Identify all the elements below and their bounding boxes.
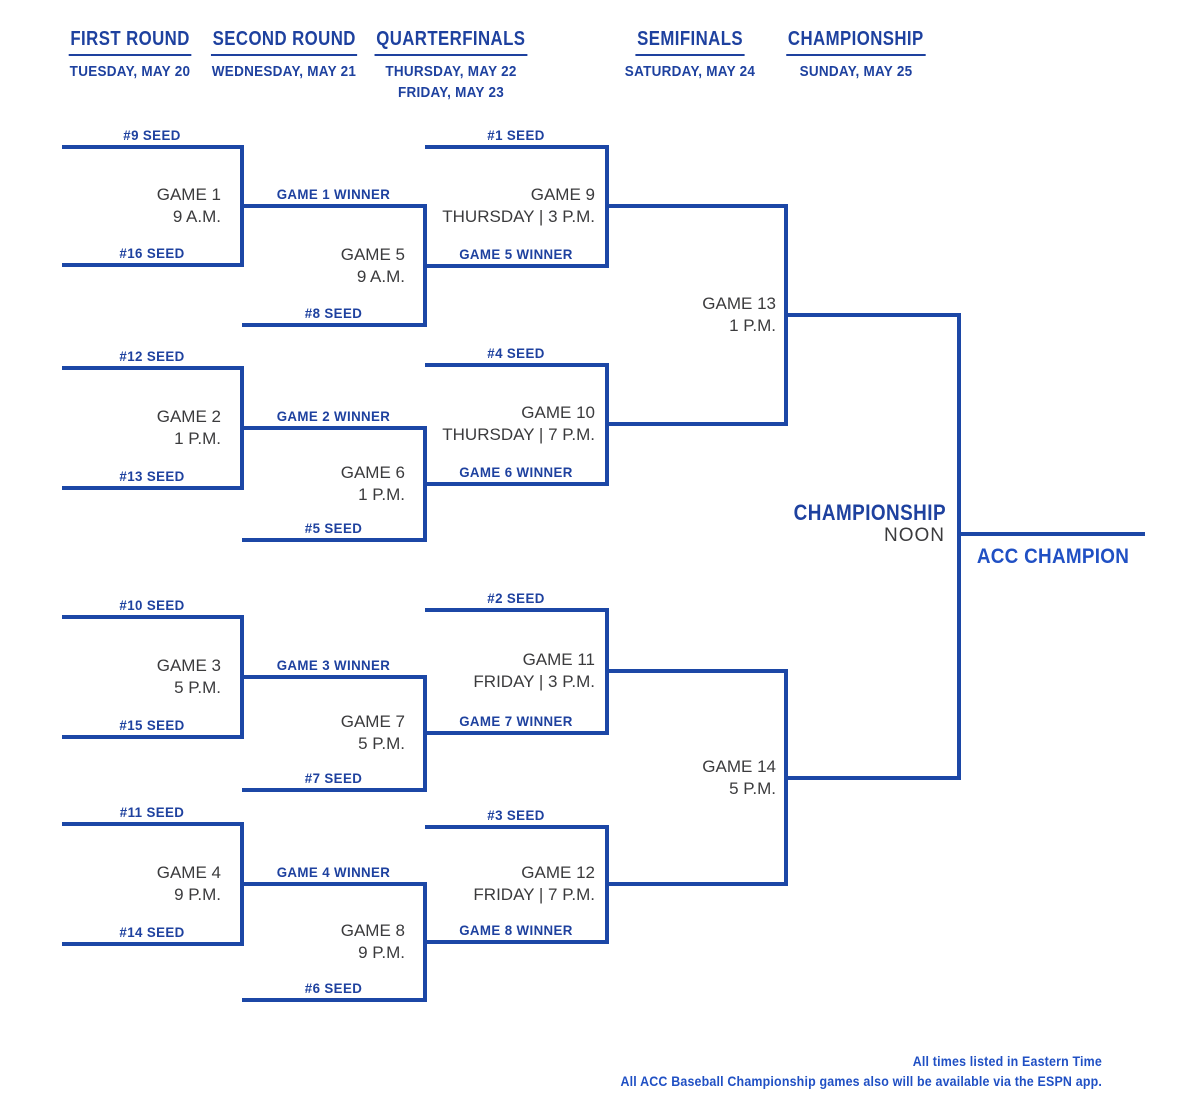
game-number: GAME 7: [340, 712, 405, 731]
seed-label-1: #1 SEED: [487, 127, 545, 143]
winner-label-game-7: GAME 7 WINNER: [459, 713, 573, 729]
seed-label-7: #7 SEED: [304, 770, 363, 786]
game-number: GAME 10: [521, 403, 595, 422]
game-9-info: GAME 9 THURSDAY | 3 P.M.: [395, 184, 595, 228]
game-number: GAME 1: [156, 185, 221, 204]
game-time: 5 P.M.: [174, 678, 221, 697]
acc-champion-label: ACC CHAMPION: [976, 545, 1130, 568]
seed-label-2: #2 SEED: [487, 590, 545, 606]
header-date: THURSDAY, MAY 22: [385, 63, 517, 80]
game-schedule: FRIDAY | 3 P.M.: [473, 672, 595, 691]
game-7-info: GAME 7 5 P.M.: [231, 711, 405, 755]
game-13-info: GAME 13 1 P.M.: [606, 293, 776, 337]
game-time: 9 A.M.: [172, 207, 221, 226]
header-date: WEDNESDAY, MAY 21: [211, 63, 357, 80]
seed-label-13: #13 SEED: [119, 468, 185, 484]
winner-label-game-1: GAME 1 WINNER: [276, 186, 391, 202]
championship-bracket: [786, 313, 961, 780]
game-number: GAME 3: [156, 656, 221, 675]
winner-label-game-2: GAME 2 WINNER: [276, 408, 391, 424]
header-second-round: SECOND ROUND WEDNESDAY, MAY 21: [174, 28, 394, 82]
header-title: FIRST ROUND: [68, 28, 192, 56]
game-4-info: GAME 4 9 P.M.: [47, 862, 221, 906]
game-8-info: GAME 8 9 P.M.: [231, 920, 405, 964]
game-12-info: GAME 12 FRIDAY | 7 P.M.: [395, 862, 595, 906]
championship-time: NOON: [884, 525, 945, 546]
game-10-info: GAME 10 THURSDAY | 7 P.M.: [395, 402, 595, 446]
game-number: GAME 11: [522, 650, 595, 669]
game-5-info: GAME 5 9 A.M.: [231, 244, 405, 288]
game-time: 1 P.M.: [729, 316, 776, 335]
winner-label-game-3: GAME 3 WINNER: [276, 657, 391, 673]
game-6-info: GAME 6 1 P.M.: [231, 462, 405, 506]
game-number: GAME 2: [156, 407, 221, 426]
seed-label-10: #10 SEED: [119, 597, 185, 613]
game-time: 9 A.M.: [356, 267, 405, 286]
seed-label-16: #16 SEED: [119, 245, 185, 261]
winner-label-game-5: GAME 5 WINNER: [459, 246, 573, 262]
seed-label-6: #6 SEED: [304, 980, 363, 996]
header-title: CHAMPIONSHIP: [786, 28, 926, 56]
game-number: GAME 13: [702, 294, 776, 313]
game-number: GAME 8: [340, 921, 405, 940]
seed-label-11: #11 SEED: [119, 804, 185, 820]
seed-label-3: #3 SEED: [487, 807, 545, 823]
seed-label-4: #4 SEED: [487, 345, 545, 361]
game-time: 9 P.M.: [174, 885, 221, 904]
game-schedule: THURSDAY | 3 P.M.: [442, 207, 595, 226]
header-date: TUESDAY, MAY 20: [69, 63, 191, 80]
footer-note-espn: All ACC Baseball Championship games also…: [620, 1074, 1102, 1089]
game-time: 5 P.M.: [729, 779, 776, 798]
winner-label-game-6: GAME 6 WINNER: [459, 464, 573, 480]
header-quarterfinals: QUARTERFINALS THURSDAY, MAY 22 FRIDAY, M…: [341, 28, 561, 103]
header-date: SUNDAY, MAY 25: [799, 63, 913, 80]
winner-label-game-8: GAME 8 WINNER: [459, 922, 573, 938]
header-title: SECOND ROUND: [210, 28, 358, 56]
game-number: GAME 6: [340, 463, 405, 482]
seed-label-9: #9 SEED: [123, 127, 181, 143]
game-number: GAME 4: [156, 863, 221, 882]
seed-label-12: #12 SEED: [119, 348, 185, 364]
footer-note-times: All times listed in Eastern Time: [912, 1054, 1102, 1069]
winner-label-game-4: GAME 4 WINNER: [276, 864, 391, 880]
header-first-round: FIRST ROUND TUESDAY, MAY 20: [20, 28, 240, 82]
game-14-info: GAME 14 5 P.M.: [606, 756, 776, 800]
game-number: GAME 5: [340, 245, 405, 264]
header-championship: CHAMPIONSHIP SUNDAY, MAY 25: [746, 28, 966, 82]
game-time: 1 P.M.: [358, 485, 405, 504]
game-2-info: GAME 2 1 P.M.: [47, 406, 221, 450]
header-title: SEMIFINALS: [635, 28, 745, 56]
game-time: 9 P.M.: [358, 943, 405, 962]
game-number: GAME 12: [521, 863, 595, 882]
header-date: SATURDAY, MAY 24: [624, 63, 756, 80]
game-1-info: GAME 1 9 A.M.: [47, 184, 221, 228]
game-11-info: GAME 11 FRIDAY | 3 P.M.: [395, 649, 595, 693]
game-number: GAME 9: [530, 185, 595, 204]
header-date: FRIDAY, MAY 23: [397, 84, 505, 101]
seed-label-14: #14 SEED: [119, 924, 185, 940]
seed-label-15: #15 SEED: [119, 717, 185, 733]
game-3-info: GAME 3 5 P.M.: [47, 655, 221, 699]
game-time: 1 P.M.: [174, 429, 221, 448]
game-time: 5 P.M.: [358, 734, 405, 753]
game-schedule: FRIDAY | 7 P.M.: [473, 885, 595, 904]
seed-label-5: #5 SEED: [304, 520, 363, 536]
game-schedule: THURSDAY | 7 P.M.: [442, 425, 595, 444]
championship-title: CHAMPIONSHIP: [793, 500, 946, 525]
game-number: GAME 14: [702, 757, 776, 776]
header-title: QUARTERFINALS: [374, 28, 528, 56]
header-semifinals: SEMIFINALS SATURDAY, MAY 24: [580, 28, 800, 82]
seed-label-8: #8 SEED: [304, 305, 363, 321]
